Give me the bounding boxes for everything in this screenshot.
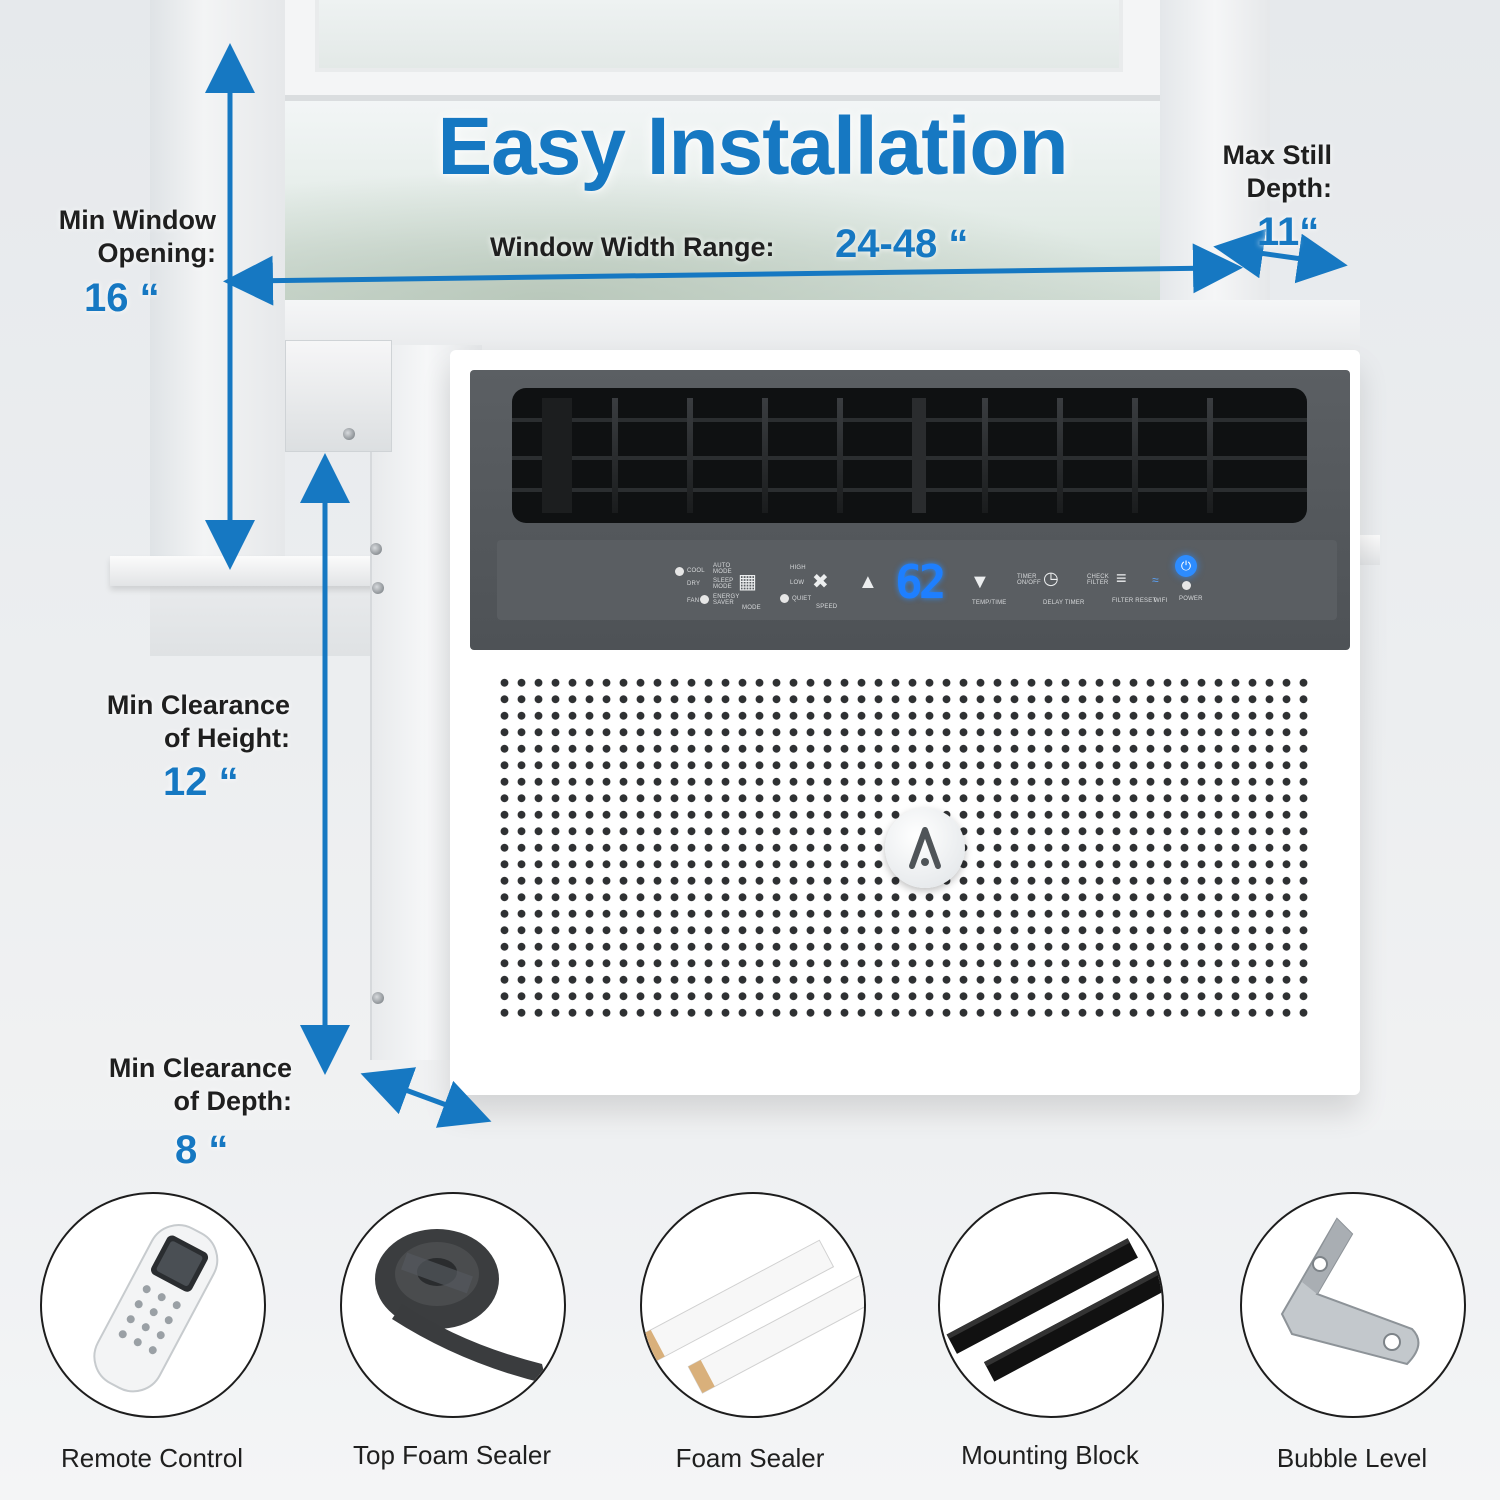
clearance-depth-label-line2: of Depth:: [173, 1086, 292, 1116]
clearance-height-label-line2: of Height:: [164, 723, 290, 753]
mode-button[interactable]: ▦: [738, 571, 757, 593]
window-opening-label-line1: Min Window: [58, 205, 216, 235]
brand-logo-icon: [909, 827, 941, 869]
mode-energy-label: ENERGY SAVER: [713, 594, 740, 606]
clearance-depth-label: Min Clearance of Depth:: [40, 1052, 292, 1118]
timer-clock-button[interactable]: ◷: [1043, 568, 1059, 588]
temperature-display: 62: [895, 555, 946, 609]
temp-time-label: TEMP/TIME: [972, 600, 1007, 606]
screw-icon: [372, 992, 384, 1004]
accessory-label-bubble-level: Bubble Level: [1276, 1443, 1428, 1473]
window-opening-label-line2: Opening:: [97, 238, 216, 268]
filter-reset-label: FILTER RESET: [1112, 598, 1157, 604]
control-panel: [497, 540, 1337, 620]
mode-sleep-label: SLEEP MODE: [713, 578, 734, 590]
clearance-height-value: 12 “: [163, 760, 239, 804]
mode-fan-label: FAN: [687, 598, 700, 604]
accessory-label-remote-control: Remote Control: [60, 1443, 244, 1473]
mounting-rail: [285, 340, 392, 452]
window-width-arrow: [223, 243, 1243, 306]
clearance-depth-arrow: [360, 1067, 492, 1128]
accessory-label-mounting-block: Mounting Block: [961, 1440, 1139, 1470]
wifi-label: WIFI: [1154, 598, 1168, 604]
metal-bracket-icon: [1280, 1217, 1420, 1366]
accessory-remote-control: [40, 1192, 266, 1418]
clearance-depth-value: 8 “: [175, 1128, 229, 1172]
temp-up-button[interactable]: ▲: [858, 571, 878, 593]
accessory-foam-sealer: [640, 1192, 866, 1418]
sill-depth-arrow: [1213, 228, 1348, 284]
window-upper-pane: [315, 0, 1123, 72]
clearance-height-label: Min Clearance of Height:: [40, 689, 290, 755]
mode-label: MODE: [742, 605, 761, 611]
power-button[interactable]: ⏻: [1175, 555, 1197, 577]
speed-quiet-label: QUIET: [792, 596, 812, 602]
speed-high-label: HIGH: [790, 565, 806, 571]
speed-low-label: LOW: [790, 580, 805, 586]
power-label: POWER: [1179, 596, 1203, 602]
speed-indicator-dot: [780, 594, 789, 603]
sill-depth-label-line2: Depth:: [1246, 173, 1332, 203]
accessory-top-foam-sealer: [340, 1192, 566, 1418]
brand-logo: [885, 808, 965, 888]
sill-depth-label: Max Still Depth:: [1150, 139, 1332, 205]
window-width-value: 24-48 “: [835, 222, 969, 266]
delay-timer-label: DELAY TIMER: [1043, 600, 1085, 606]
mode-indicator-dot: [675, 567, 684, 576]
sill-depth-value: 11“: [1257, 210, 1320, 254]
mode-auto-label: AUTO MODE: [713, 563, 732, 575]
sill-depth-label-line1: Max Still: [1222, 140, 1332, 170]
power-indicator-dot: [1182, 581, 1191, 590]
air-vent: [512, 388, 1307, 523]
front-grille: [475, 652, 1330, 1042]
foam-roll-icon: [375, 1229, 547, 1384]
screw-icon: [370, 543, 382, 555]
clearance-height-label-line1: Min Clearance: [106, 690, 290, 720]
accessory-bubble-level: [1240, 1192, 1466, 1418]
timer-label: TIMER ON/OFF: [1017, 574, 1041, 586]
wifi-icon: ≈: [1152, 573, 1159, 587]
mode-dry-label: DRY: [687, 581, 701, 587]
foam-strips-icon: [642, 1239, 864, 1394]
remote-control-icon: [93, 1224, 219, 1393]
check-filter-label: CHECK FILTER: [1087, 574, 1110, 586]
speed-label: SPEED: [816, 604, 838, 610]
clearance-depth-label-line1: Min Clearance: [108, 1053, 292, 1083]
ac-base: [475, 1042, 1330, 1092]
power-icon: ⏻: [1180, 558, 1192, 573]
accessory-mounting-block: [938, 1192, 1164, 1418]
accessory-label-foam-sealer: Foam Sealer: [675, 1443, 825, 1473]
window-opening-value: 16 “: [84, 276, 160, 320]
black-blocks-icon: [946, 1238, 1162, 1382]
fan-speed-button[interactable]: ✖: [812, 571, 829, 593]
window-opening-label: Min Window Opening:: [20, 204, 216, 270]
screw-icon: [343, 428, 355, 440]
mode-cool-label: COOL: [687, 568, 705, 574]
temp-down-button[interactable]: ▼: [970, 571, 990, 593]
mode-indicator-dot: [700, 595, 709, 604]
page-title: Easy Installation: [437, 101, 1068, 192]
screw-icon: [372, 582, 384, 594]
filter-button[interactable]: ≡: [1116, 568, 1127, 588]
accessory-label-top-foam-sealer: Top Foam Sealer: [353, 1440, 551, 1470]
window-width-label: Window Width Range:: [490, 232, 775, 262]
